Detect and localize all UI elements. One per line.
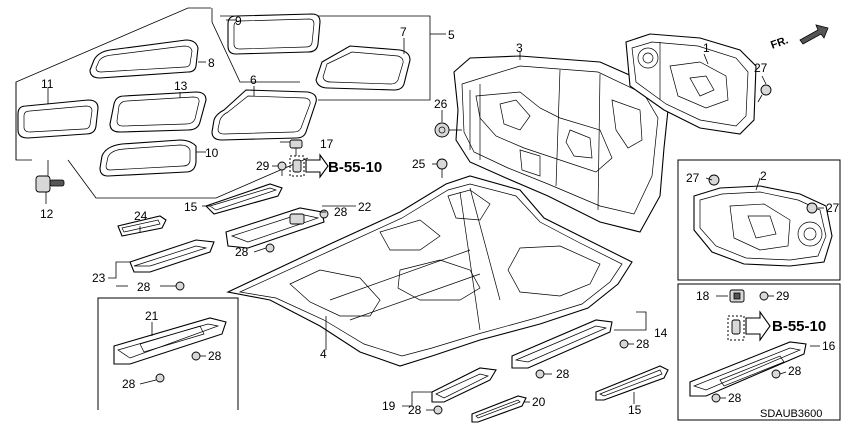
clip-29-lower [759,291,769,301]
callout-28-sill14a: 28 [636,337,650,351]
callout-27-right: 27 [826,201,840,215]
clip-25 [436,158,448,178]
callout-12: 12 [40,207,54,221]
callout-18: 18 [696,289,710,303]
dashboard-insulator-2 [693,185,833,267]
clip-28-garnish23 [175,281,185,291]
kick-plate-15-upper [204,183,283,215]
callout-labels: 1 2 3 4 5 6 7 8 9 10 11 12 13 14 15 15 1… [40,14,840,420]
clip-18 [729,289,745,303]
callout-21: 21 [145,309,159,323]
floor-mat-10 [99,139,197,177]
reference-lower: B-55-10 [772,318,826,335]
clip-12 [35,160,65,204]
side-sill-14 [511,319,613,369]
clip-29-upper [277,161,287,176]
callout-29-lower: 29 [776,289,790,303]
kick-plate-15-lower [595,365,669,401]
clip-17 [289,139,303,156]
leader-lines [47,19,824,411]
callout-1: 1 [703,41,710,55]
callout-7: 7 [400,25,407,39]
clip-26 [434,122,462,138]
callout-24: 24 [134,209,148,223]
callout-17: 17 [320,137,334,151]
scuff-plate-16 [689,341,807,397]
callout-26: 26 [434,97,448,111]
dashboard-insulator-3 [453,55,669,233]
callout-2: 2 [760,169,767,183]
floor-mat-8 [89,39,199,79]
callout-28-box16b: 28 [728,391,742,405]
callout-3: 3 [516,41,523,55]
callout-4: 4 [320,347,327,361]
clip-27-right [806,202,818,214]
callout-29-upper: 29 [256,159,270,173]
callout-20: 20 [532,395,546,409]
kick-plate-24 [117,215,167,237]
callout-28-sill14b: 28 [556,367,570,381]
callout-19: 19 [382,399,396,413]
callout-15-upper: 15 [184,200,198,214]
callout-28-box21a: 28 [208,349,222,363]
direction-label: FR. [769,34,790,51]
reference-upper: B-55-10 [328,159,382,176]
clip-28-sill14a [619,339,629,349]
inset-box-2 [677,159,841,281]
floor-mat-7 [315,45,411,91]
clip-28-box16b [711,393,721,403]
clip-28-trim22b [265,243,275,253]
inset-box-21 [97,297,239,410]
callout-22: 22 [358,200,372,214]
garnish-23 [129,239,215,273]
garnish-19 [431,367,497,403]
floor-mat-9 [227,13,321,55]
callout-9: 9 [235,14,242,28]
dashboard-insulator-1 [625,33,757,135]
callout-16: 16 [822,339,836,353]
clip-27-left [708,174,720,186]
callout-28-trim22a: 28 [334,205,348,219]
callout-11: 11 [41,77,54,91]
clip-27-upper [757,84,772,103]
callout-28-garnish23: 28 [137,280,151,294]
floor-mat-group [15,7,431,199]
callout-6: 6 [250,73,257,87]
callout-28-box16a: 28 [788,364,802,378]
callout-28-trim22b: 28 [235,245,249,259]
callout-5: 5 [448,28,455,42]
ref-frame-upper [289,153,329,179]
side-trim-22 [225,207,325,249]
callout-14: 14 [654,326,668,340]
floor-carpet-4 [226,175,633,367]
clip-28-garnish19 [433,405,443,415]
callout-28-garnish19: 28 [408,403,422,417]
floor-mat-11 [17,99,99,139]
callout-8: 8 [208,56,215,70]
clip-28-box21a [191,351,201,361]
callout-28-box21b: 28 [122,377,136,391]
clip-28-box21b [155,373,165,383]
front-direction-arrow [799,24,829,45]
floor-mat-13 [109,91,207,133]
clip-28-trim22a [319,209,329,219]
callout-25: 25 [412,157,426,171]
clip-28-sill14b [535,369,545,379]
callout-23: 23 [92,271,106,285]
callout-10: 10 [205,146,219,160]
scuff-plate-21 [113,317,227,365]
drawing-code: SDAUB3600 [760,408,822,420]
ref-frame-lower [727,310,771,342]
kick-plate-20 [471,395,527,423]
callout-13: 13 [174,79,188,93]
callout-15-lower: 15 [628,403,642,417]
clip-28-box16a [771,369,781,379]
inset-box-16 [677,283,841,421]
callout-27-upper: 27 [754,61,768,75]
callout-27-left: 27 [686,171,700,185]
floor-mat-6 [211,89,317,141]
